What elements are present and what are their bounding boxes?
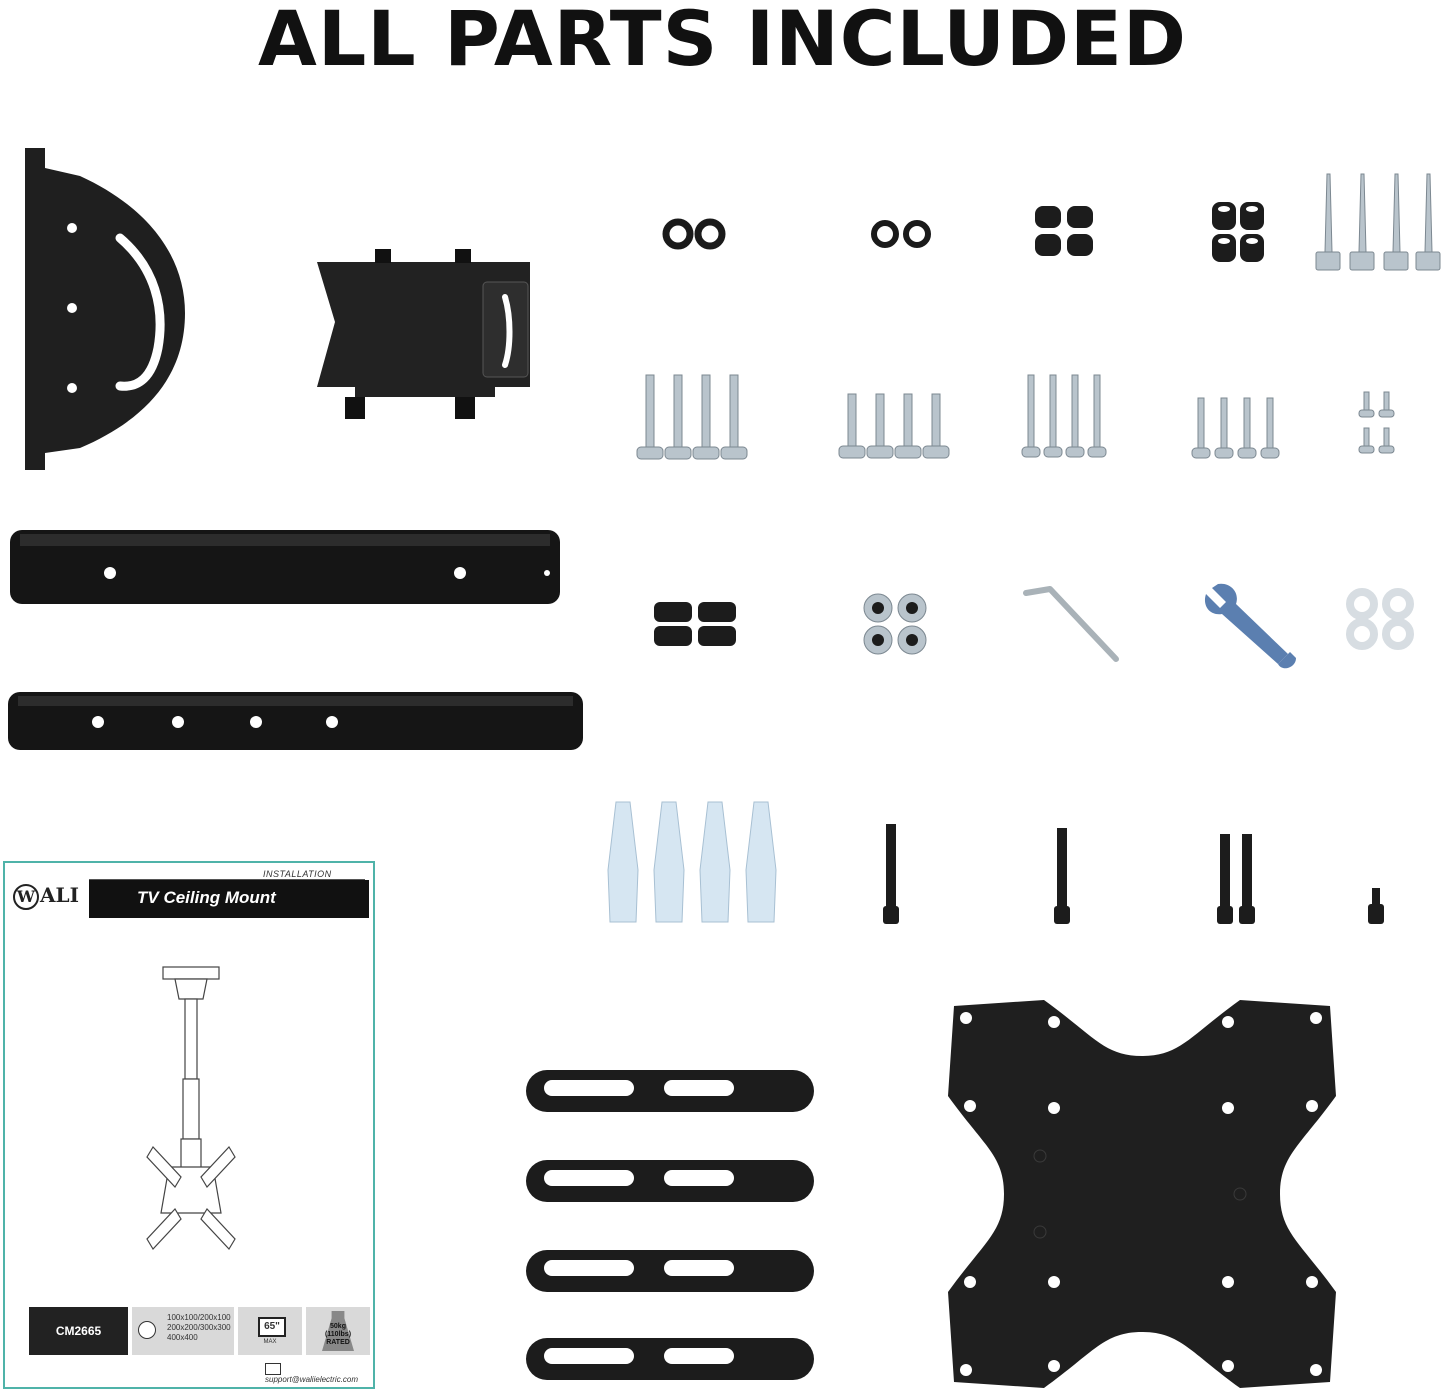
vesa-adapter-plate-icon xyxy=(948,1000,1336,1388)
washer-icon xyxy=(871,220,931,248)
washer-icon xyxy=(1346,588,1414,650)
extension-pole-icon xyxy=(10,530,560,604)
hex-key-icon xyxy=(1023,586,1119,662)
bolt-m4-icon xyxy=(1191,397,1280,459)
vesa-spec: 100x100/200x100 200x200/300x300 400x400 xyxy=(132,1307,234,1355)
bolt-m5-long-icon xyxy=(1021,374,1107,458)
lock-nut-icon xyxy=(863,593,927,655)
washer-icon xyxy=(662,218,726,250)
weight-line: (110lbs) xyxy=(324,1331,352,1338)
screen-size-sub: MAX xyxy=(263,1339,277,1345)
spacer-icon xyxy=(1212,202,1264,262)
support-email-text: support@waliielectric.com xyxy=(265,1375,359,1384)
mounting-strap-icon xyxy=(526,1160,814,1202)
weight-line: 50kg xyxy=(330,1323,346,1330)
extension-pole-icon xyxy=(8,692,583,750)
vesa-line: 100x100/200x100 xyxy=(167,1313,231,1322)
tilt-bracket-icon xyxy=(317,249,530,419)
vesa-icon xyxy=(138,1321,156,1339)
manual-spec-strip: CM2665 100x100/200x100 200x200/300x300 4… xyxy=(29,1307,370,1355)
screen-size-spec: 65" MAX xyxy=(238,1307,302,1355)
vesa-line: 200x200/300x300 xyxy=(167,1323,231,1332)
brand-logo-letter: W xyxy=(13,884,39,910)
manual-divider xyxy=(89,879,365,880)
machine-bolt-icon xyxy=(1217,834,1255,924)
bolt-m6-icon xyxy=(838,393,950,459)
set-screw-icon xyxy=(1368,888,1384,924)
mounting-strap-icon xyxy=(526,1070,814,1112)
weight-spec: 50kg (110lbs) RATED xyxy=(306,1307,370,1355)
envelope-icon xyxy=(265,1363,281,1375)
spacer-icon xyxy=(1035,206,1093,256)
model-number: CM2665 xyxy=(29,1307,128,1355)
page-title: ALL PARTS INCLUDED xyxy=(258,0,1187,83)
machine-bolt-icon xyxy=(1054,828,1070,924)
ceiling-mount-diagram-icon xyxy=(146,966,236,1250)
square-nut-icon xyxy=(654,602,736,646)
wrench-icon xyxy=(1204,583,1296,669)
vesa-line: 400x400 xyxy=(167,1333,198,1342)
screen-size-value: 65" xyxy=(258,1317,286,1337)
mounting-strap-icon xyxy=(526,1338,814,1380)
manual-product-title: TV Ceiling Mount xyxy=(89,880,369,918)
weight-line: RATED xyxy=(326,1339,350,1346)
bolt-m8-icon xyxy=(636,374,748,460)
ceiling-plate-icon xyxy=(25,148,185,470)
bolt-short-icon xyxy=(1358,391,1395,454)
brand-logo-rest: ALI xyxy=(40,883,79,907)
wall-anchor-icon xyxy=(607,801,777,923)
lag-screw-icon xyxy=(1315,173,1441,271)
mounting-strap-icon xyxy=(526,1250,814,1292)
support-email: support@waliielectric.com xyxy=(265,1363,373,1384)
machine-bolt-icon xyxy=(883,824,899,924)
